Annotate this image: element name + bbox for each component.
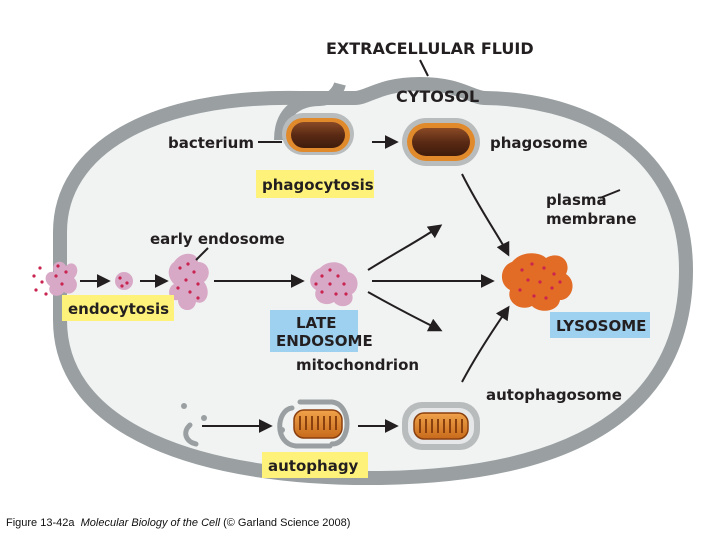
- autophagosome-label: autophagosome: [486, 386, 622, 404]
- late-label: LATE: [296, 314, 336, 332]
- endocytosis-box: [62, 295, 174, 321]
- phagosome-label: phagosome: [490, 134, 588, 152]
- figure-caption: Figure 13-42a Molecular Biology of the C…: [6, 517, 350, 529]
- endocytosis-label: endocytosis: [68, 300, 169, 318]
- lysosome-label: LYSOSOME: [556, 317, 646, 335]
- membrane-label: membrane: [546, 210, 637, 228]
- cargo-dots: [32, 262, 348, 300]
- extracellular-fluid-label: EXTRACELLULAR FLUID: [326, 39, 534, 58]
- lysosome-box: [550, 312, 650, 338]
- bacterium-label: bacterium: [168, 134, 254, 152]
- late-endosome-box: [270, 310, 358, 352]
- caption-suffix: (© Garland Science 2008): [223, 517, 351, 529]
- phagosome-vesicle: [402, 118, 480, 166]
- caption-title: Molecular Biology of the Cell: [80, 517, 221, 529]
- caption-prefix: Figure 13-42a: [6, 517, 75, 529]
- cytosol-label: CYTOSOL: [396, 87, 479, 106]
- autophagosome-vesicle: [402, 402, 480, 450]
- pathway-arrows: [80, 59, 621, 433]
- autophagy-membrane-fragments: [181, 399, 350, 449]
- mitochondrion: [293, 409, 343, 439]
- lysosome-organelle: [501, 253, 573, 311]
- endosome-label: ENDOSOME: [276, 332, 373, 350]
- autophagy-label: autophagy: [268, 457, 359, 475]
- early-endosome-label: early endosome: [150, 230, 285, 248]
- bacterium-in-cup: [282, 113, 354, 155]
- autophagy-box: [262, 452, 368, 478]
- phagocytosis-box: [256, 170, 374, 198]
- mitochondrion-label: mitochondrion: [296, 356, 419, 374]
- plasma-label: plasma: [546, 191, 607, 209]
- phagocytosis-label: phagocytosis: [262, 176, 374, 194]
